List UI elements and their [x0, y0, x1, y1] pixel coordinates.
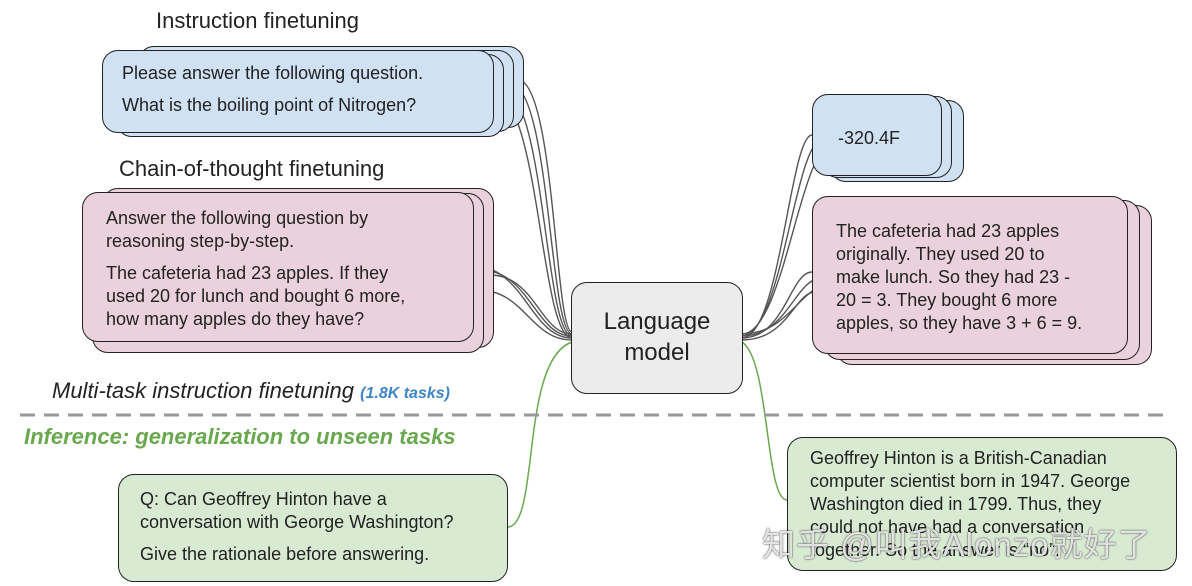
- inference-answer-line-4: could not have had a conversation: [810, 517, 1085, 537]
- zhihu-watermark: 知乎 @叫我Alonzo就好了: [762, 526, 1152, 563]
- inference-heading: Inference: generalization to unseen task…: [24, 424, 456, 449]
- cot-answer-line-3: make lunch. So they had 23 -: [836, 267, 1071, 287]
- inference-answer-line-3: Washington died in 1799. Thus, they: [810, 494, 1102, 514]
- instruction-line-2: What is the boiling point of Nitrogen?: [122, 95, 417, 115]
- inference-answer-line-1: Geoffrey Hinton is a British-Canadian: [810, 448, 1107, 468]
- inference-question-line-1: Q: Can Geoffrey Hinton have a: [140, 489, 387, 509]
- inference-answer-line-5: together. So the answer is “no”.: [810, 540, 1061, 560]
- cot-finetuning-heading: Chain-of-thought finetuning: [119, 156, 385, 181]
- instruction-line-1: Please answer the following question.: [122, 63, 424, 83]
- cot-card: [82, 192, 474, 342]
- inference-question-line-3: Give the rationale before answering.: [140, 544, 430, 564]
- inference-answer-card: [787, 437, 1177, 571]
- cot-answer-card: [812, 196, 1128, 354]
- cot-answer-card-text: The cafeteria had 23 apples originally. …: [836, 220, 1126, 335]
- language-model-label: Language model: [571, 306, 743, 368]
- inference-question-card: [118, 474, 508, 582]
- cot-answer-line-5: apples, so they have 3 + 6 = 9.: [836, 313, 1083, 333]
- cot-card-text: Answer the following question by reasoni…: [106, 207, 471, 331]
- instruction-card: [102, 50, 494, 133]
- inference-answer-text: Geoffrey Hinton is a British-Canadian co…: [810, 447, 1172, 562]
- model-line-2: model: [624, 339, 690, 366]
- model-line-1: Language: [603, 308, 711, 335]
- cot-line-1: Answer the following question by: [106, 208, 369, 228]
- inference-question-line-2: conversation with George Washington?: [140, 512, 454, 532]
- multitask-heading-text: Multi-task instruction finetuning: [52, 378, 355, 403]
- cot-line-3: The cafeteria had 23 apples. If they: [106, 263, 389, 283]
- cot-line-5: how many apples do they have?: [106, 309, 365, 329]
- cot-answer-line-2: originally. They used 20 to: [836, 244, 1045, 264]
- answer-card: [812, 94, 942, 176]
- answer-card-text: -320.4F: [838, 128, 901, 148]
- task-count-note: (1.8K tasks): [360, 385, 450, 402]
- language-model-box: [571, 282, 743, 394]
- multitask-heading: Multi-task instruction finetuning (1.8K …: [52, 378, 450, 404]
- cot-answer-line-1: The cafeteria had 23 apples: [836, 221, 1060, 241]
- cot-line-4: used 20 for lunch and bought 6 more,: [106, 286, 406, 306]
- inference-question-text: Q: Can Geoffrey Hinton have a conversati…: [140, 488, 505, 566]
- instruction-finetuning-heading: Instruction finetuning: [156, 8, 360, 33]
- inference-answer-line-2: computer scientist born in 1947. George: [810, 471, 1131, 491]
- cot-answer-line-4: 20 = 3. They bought 6 more: [836, 290, 1058, 310]
- cot-line-2: reasoning step-by-step.: [106, 231, 295, 251]
- instruction-card-text: Please answer the following question. Wh…: [122, 62, 492, 117]
